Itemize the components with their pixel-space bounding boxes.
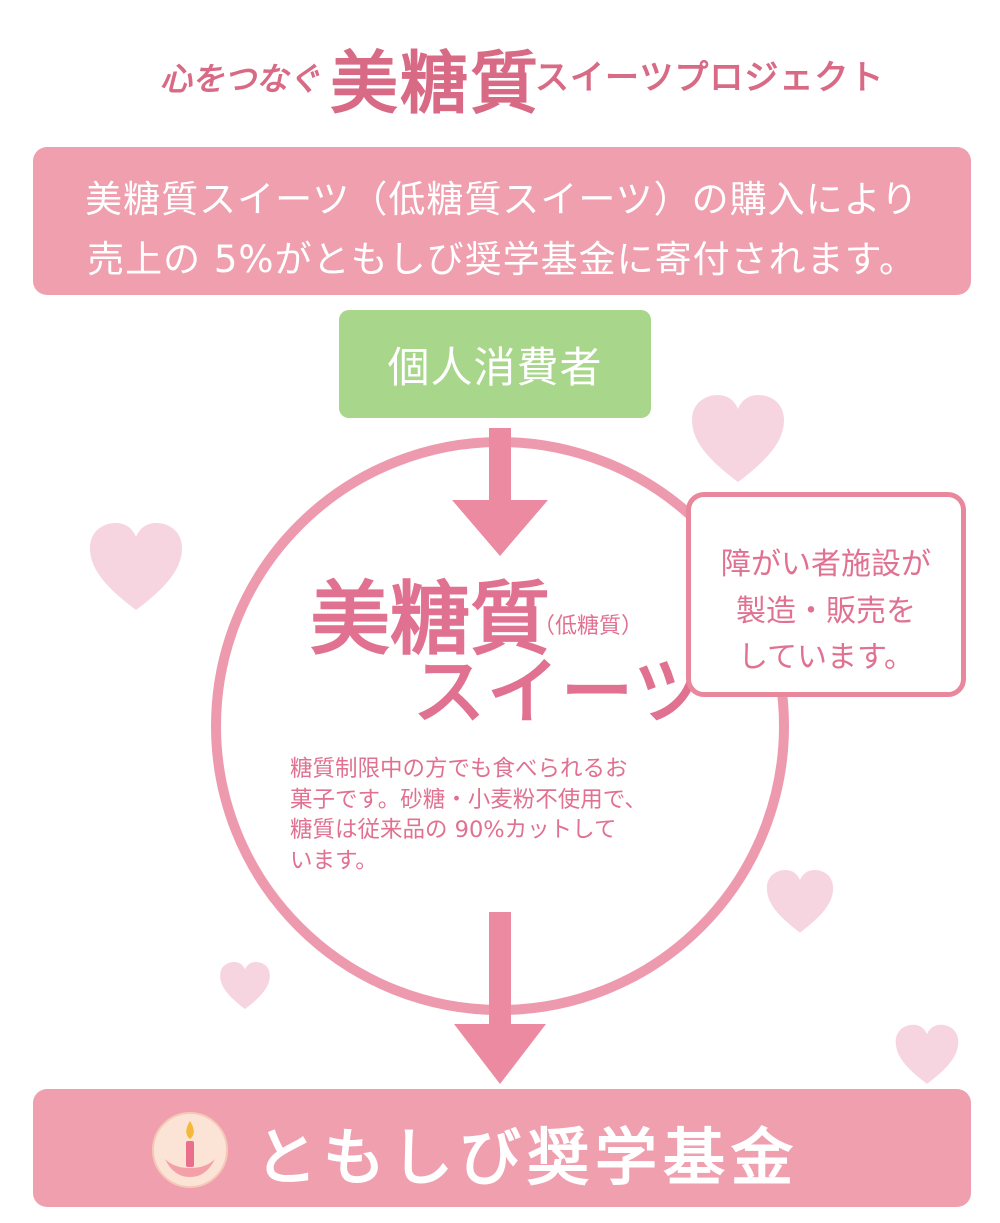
description-line: 糖質制限中の方でも食べられるお — [290, 756, 628, 782]
donation-banner-line-2: 売上の 5%がともしび奨学基金に寄付されます。 — [87, 238, 917, 281]
heart-icon — [220, 961, 270, 1009]
product-title: 美糖質 — [310, 572, 550, 666]
header-lead: 心をつなぐ — [160, 60, 321, 98]
product-title-note: （低糖質） — [533, 614, 644, 639]
heart-icon — [895, 1024, 959, 1084]
arrow-down-bottom — [454, 912, 546, 1084]
heart-icon — [766, 869, 834, 933]
arrow-down-top — [452, 428, 548, 556]
fund-banner: ともしび奨学基金 — [33, 1089, 971, 1207]
product-title-sweets: スイーツ — [413, 650, 708, 734]
header-title: 美糖質 — [330, 44, 541, 124]
heart-icon — [692, 395, 784, 482]
facility-line-2: 製造・販売を — [736, 594, 916, 629]
consumer-label: 個人消費者 — [387, 342, 603, 392]
product-description: 糖質制限中の方でも食べられるお 菓子です。砂糖・小麦粉不使用で、 糖質は従来品の… — [290, 754, 720, 876]
fund-name: ともしび奨学基金 — [255, 1121, 800, 1194]
project-header: 心をつなぐ 美糖質 スイーツプロジェクト — [0, 28, 1000, 138]
candle-hands-icon — [152, 1112, 228, 1188]
description-line: 糖質は従来品の 90%カットして — [290, 817, 617, 844]
donation-banner-line-1: 美糖質スイーツ（低糖質スイーツ）の購入により — [85, 178, 919, 221]
description-line: 菓子です。砂糖・小麦粉不使用で、 — [290, 786, 647, 813]
facility-note-box: 障がい者施設が 製造・販売を しています。 — [686, 492, 966, 697]
facility-line-3: しています。 — [737, 640, 915, 675]
header-subtitle: スイーツプロジェクト — [535, 58, 885, 98]
facility-line-1: 障がい者施設が — [721, 547, 931, 582]
heart-icon — [90, 523, 182, 610]
description-line: います。 — [290, 847, 378, 874]
consumer-box: 個人消費者 — [339, 310, 651, 418]
donation-banner: 美糖質スイーツ（低糖質スイーツ）の購入により 売上の 5%がともしび奨学基金に寄… — [33, 147, 971, 295]
